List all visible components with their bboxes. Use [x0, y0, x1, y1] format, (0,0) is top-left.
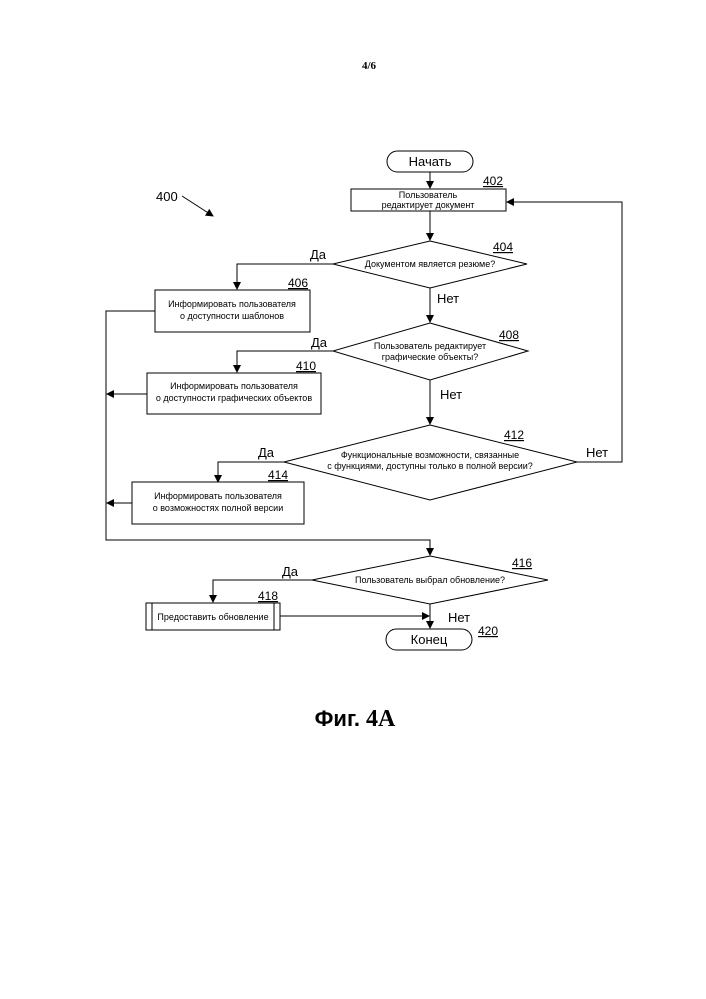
ref-402: 402 — [483, 174, 503, 188]
process-410-line2: о доступности графических объектов — [156, 393, 312, 403]
process-410-line1: Информировать пользователя — [170, 381, 298, 391]
arrow-408-yes — [237, 351, 333, 372]
decision-404-text: Документом является резюме? — [365, 259, 495, 269]
decision-416-text: Пользователь выбрал обновление? — [355, 575, 505, 585]
arrow-404-yes — [237, 264, 333, 289]
ref-404: 404 — [493, 240, 513, 254]
label-412-no: Нет — [586, 445, 608, 460]
process-414: Информировать пользователя о возможностя… — [132, 482, 304, 524]
ref-410: 410 — [296, 359, 316, 373]
label-416-yes: Да — [282, 564, 299, 579]
start-label: Начать — [409, 154, 452, 169]
label-416-no: Нет — [448, 610, 470, 625]
process-406-line1: Информировать пользователя — [168, 299, 296, 309]
ref-416: 416 — [512, 556, 532, 570]
end-label: Конец — [411, 632, 448, 647]
process-406: Информировать пользователя о доступности… — [155, 290, 310, 332]
label-404-yes: Да — [310, 247, 327, 262]
label-412-yes: Да — [258, 445, 275, 460]
process-410: Информировать пользователя о доступности… — [147, 373, 321, 414]
figure-caption-prefix: Фиг. — [315, 706, 360, 731]
process-414-line2: о возможностях полной версии — [153, 503, 283, 513]
decision-412-line2: с функциями, доступны только в полной ве… — [327, 461, 533, 471]
ref-420: 420 — [478, 624, 498, 638]
process-402: Пользователь редактирует документ — [351, 189, 506, 211]
end-terminal: Конец — [386, 629, 472, 650]
decision-408-line1: Пользователь редактирует — [374, 341, 486, 351]
label-404-no: Нет — [437, 291, 459, 306]
ref-412: 412 — [504, 428, 524, 442]
decision-412-line1: Функциональные возможности, связанные — [341, 450, 519, 460]
figure-caption: Фиг.4A — [315, 706, 396, 732]
process-418: Предоставить обновление — [146, 603, 280, 630]
figure-ref-label: 400 — [156, 189, 178, 204]
ref-406: 406 — [288, 276, 308, 290]
process-406-line2: о доступности шаблонов — [180, 311, 284, 321]
page-number: 4/6 — [362, 60, 377, 72]
process-414-line1: Информировать пользователя — [154, 491, 282, 501]
figure-caption-number: 4A — [366, 706, 396, 732]
process-402-line1: Пользователь — [399, 190, 458, 200]
start-terminal: Начать — [387, 151, 473, 172]
arrow-412-no-loop — [507, 202, 622, 462]
label-408-no: Нет — [440, 387, 462, 402]
ref-408: 408 — [499, 328, 519, 342]
process-402-line2: редактирует документ — [382, 200, 475, 210]
ref-418: 418 — [258, 589, 278, 603]
ref-414: 414 — [268, 468, 288, 482]
decision-408-line2: графические объекты? — [382, 352, 479, 362]
figure-ref-arrow — [182, 196, 213, 216]
process-418-text: Предоставить обновление — [157, 612, 268, 622]
label-408-yes: Да — [311, 335, 328, 350]
decision-412: Функциональные возможности, связанные с … — [284, 425, 577, 500]
